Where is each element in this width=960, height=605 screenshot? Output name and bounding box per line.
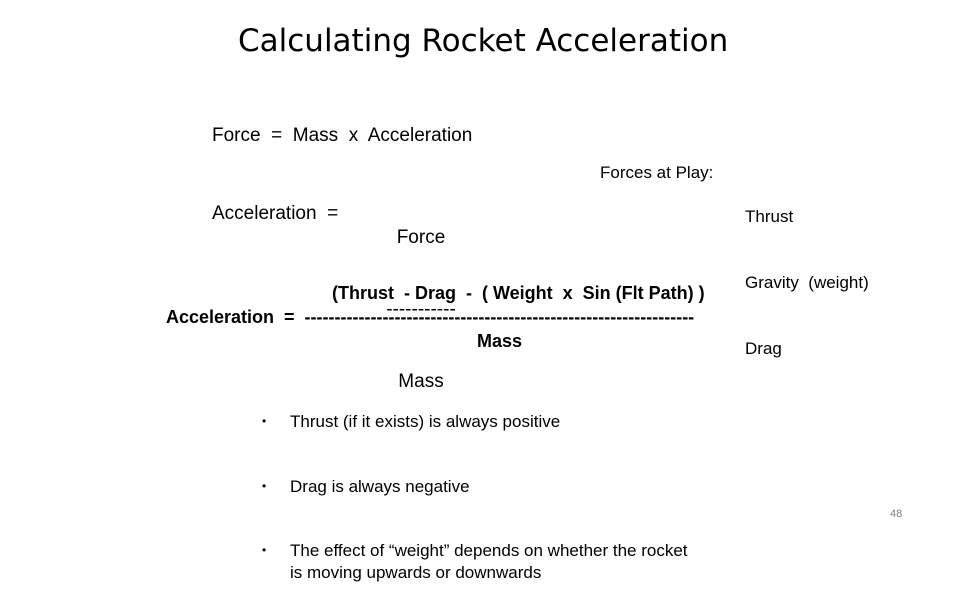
- bullet-list: • Thrust (if it exists) is always positi…: [258, 368, 688, 605]
- slide-title: Calculating Rocket Acceleration: [238, 23, 729, 59]
- force-item: Gravity (weight): [745, 273, 869, 292]
- acceleration-fraction: Force ----------- Mass: [374, 178, 468, 418]
- bullet-icon: •: [262, 478, 267, 493]
- forces-list: Thrust Gravity (weight) Drag: [745, 162, 869, 382]
- fraction-bar: -----------: [386, 299, 456, 320]
- full-acceleration-equation: (Thrust - Drag - ( Weight x Sin (Flt Pat…: [166, 281, 705, 377]
- force-equation: Force = Mass x Acceleration: [212, 125, 473, 146]
- bullet-item: • The effect of “weight” depends on whet…: [258, 540, 688, 583]
- equation-denominator: Mass: [477, 331, 523, 351]
- bullet-icon: •: [262, 543, 267, 557]
- equation-line: Acceleration = -------------------------…: [166, 307, 695, 327]
- bullet-item: • Drag is always negative: [258, 476, 688, 498]
- fraction-denominator: Mass: [398, 371, 444, 392]
- bullet-text: Drag is always negative: [290, 476, 470, 496]
- forces-at-play-label: Forces at Play:: [600, 163, 714, 182]
- bullet-icon: •: [262, 414, 267, 428]
- fraction-numerator: Force: [396, 227, 446, 248]
- bullet-text: The effect of “weight” depends on whethe…: [290, 541, 688, 582]
- force-item: Thrust: [745, 207, 794, 226]
- bullet-item: • Thrust (if it exists) is always positi…: [258, 411, 688, 433]
- force-item: Drag: [745, 339, 782, 358]
- equation-numerator: (Thrust - Drag - ( Weight x Sin (Flt Pat…: [332, 283, 705, 303]
- bullet-text: Thrust (if it exists) is always positive: [290, 412, 561, 431]
- acceleration-equation-label: Acceleration =: [212, 203, 339, 224]
- page-number: 48: [890, 508, 903, 520]
